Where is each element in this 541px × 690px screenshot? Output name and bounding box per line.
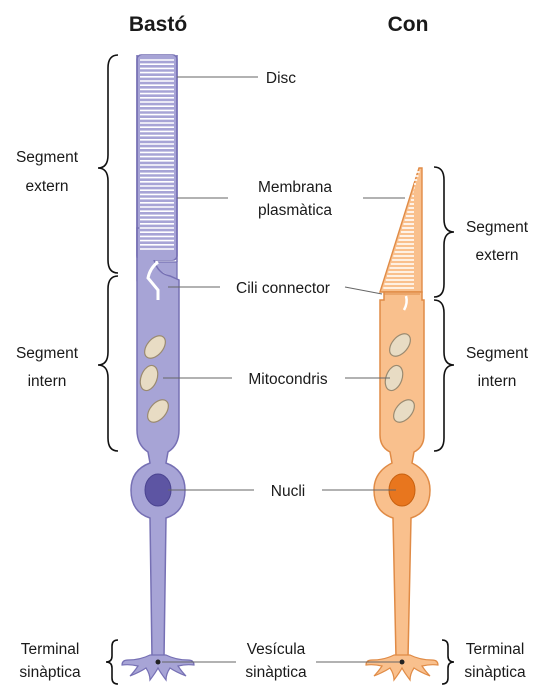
label-vesicle-line2: sinàptica (245, 664, 307, 681)
brace-outer-left (98, 55, 118, 273)
label-disc: Disc (266, 70, 296, 87)
left-inner-line2: intern (28, 373, 67, 390)
right-inner-line1: Segment (466, 345, 529, 362)
cone-cell (366, 168, 438, 680)
left-terminal-line1: Terminal (21, 641, 80, 658)
right-braces (434, 167, 454, 684)
leader-lines (162, 77, 405, 662)
cone-outer-segment (380, 168, 422, 292)
rod-cell (122, 55, 194, 680)
rod-synaptic-terminal (122, 655, 194, 680)
left-outer-line1: Segment (16, 149, 79, 166)
label-cilium: Cili connector (236, 280, 330, 297)
right-terminal-line1: Terminal (466, 641, 525, 658)
left-terminal-line2: sinàptica (19, 664, 81, 681)
left-inner-line1: Segment (16, 345, 79, 362)
right-terminal-line2: sinàptica (464, 664, 526, 681)
brace-inner-left (98, 276, 118, 451)
label-nucleus: Nucli (271, 483, 305, 500)
right-inner-line2: intern (478, 373, 517, 390)
cone-synaptic-terminal (366, 655, 438, 680)
rod-synaptic-vesicle (156, 660, 161, 665)
rod-nucleus (145, 474, 171, 506)
left-outer-line2: extern (25, 178, 68, 195)
right-outer-line2: extern (475, 247, 518, 264)
brace-outer-right (434, 167, 454, 297)
right-outer-line1: Segment (466, 219, 529, 236)
label-vesicle-line1: Vesícula (247, 641, 306, 658)
brace-terminal-right (442, 640, 454, 684)
label-membrane-line2: plasmàtica (258, 202, 332, 219)
rod-title: Bastó (129, 13, 187, 36)
cone-synaptic-vesicle (400, 660, 405, 665)
label-mitochondria: Mitocondris (248, 371, 327, 388)
label-membrane-line1: Membrana (258, 179, 332, 196)
brace-terminal-left (106, 640, 118, 684)
brace-inner-right (434, 300, 454, 451)
cone-title: Con (388, 13, 429, 36)
left-braces (98, 55, 118, 684)
